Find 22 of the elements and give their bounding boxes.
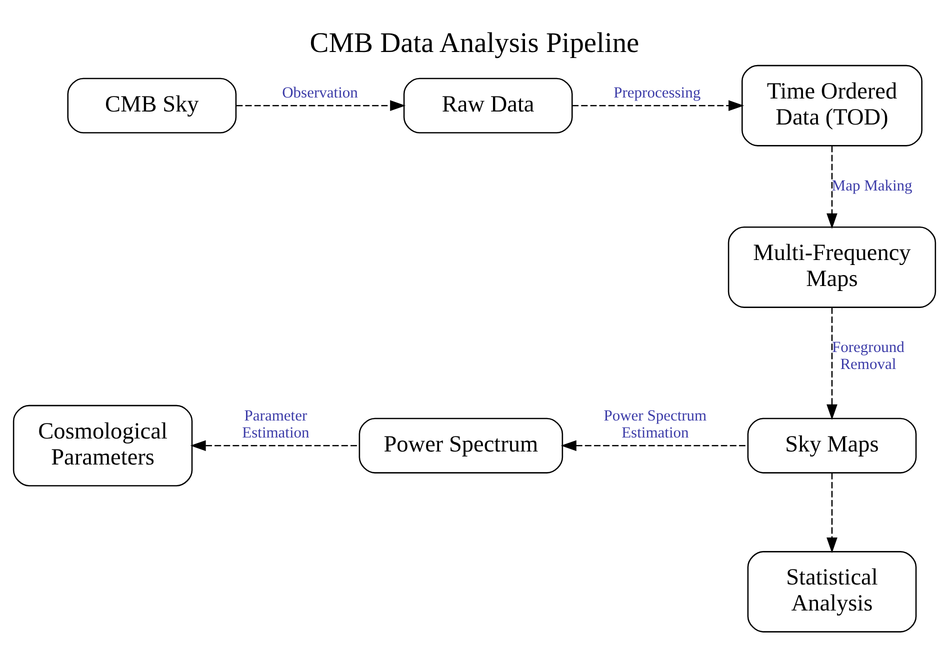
node-box: Statistical Analysis <box>747 551 917 632</box>
edge-label: Preprocessing <box>614 84 701 102</box>
node-box: Cosmological Parameters <box>12 404 193 486</box>
arrow <box>572 100 744 112</box>
arrow <box>826 472 838 554</box>
edge-label: Parameter Estimation <box>242 408 310 442</box>
arrow <box>236 100 406 112</box>
diagram-title: CMB Data Analysis Pipeline <box>310 28 640 60</box>
arrow <box>560 440 748 452</box>
node-box: Multi-Frequency Maps <box>728 226 936 308</box>
node-box: Power Spectrum <box>358 418 564 474</box>
arrow <box>826 308 838 420</box>
node-box: Time Ordered Data (TOD) <box>741 64 922 146</box>
node-box: CMB Sky <box>67 78 237 134</box>
arrow <box>826 146 838 229</box>
edge-label: Observation <box>282 84 358 102</box>
edge-label: Foreground Removal <box>832 339 904 373</box>
node-box: Raw Data <box>403 78 573 134</box>
edge-label: Power Spectrum Estimation <box>604 408 707 442</box>
node-box: Sky Maps <box>747 418 917 474</box>
edge-label: Map Making <box>832 177 912 194</box>
arrow <box>190 440 360 452</box>
